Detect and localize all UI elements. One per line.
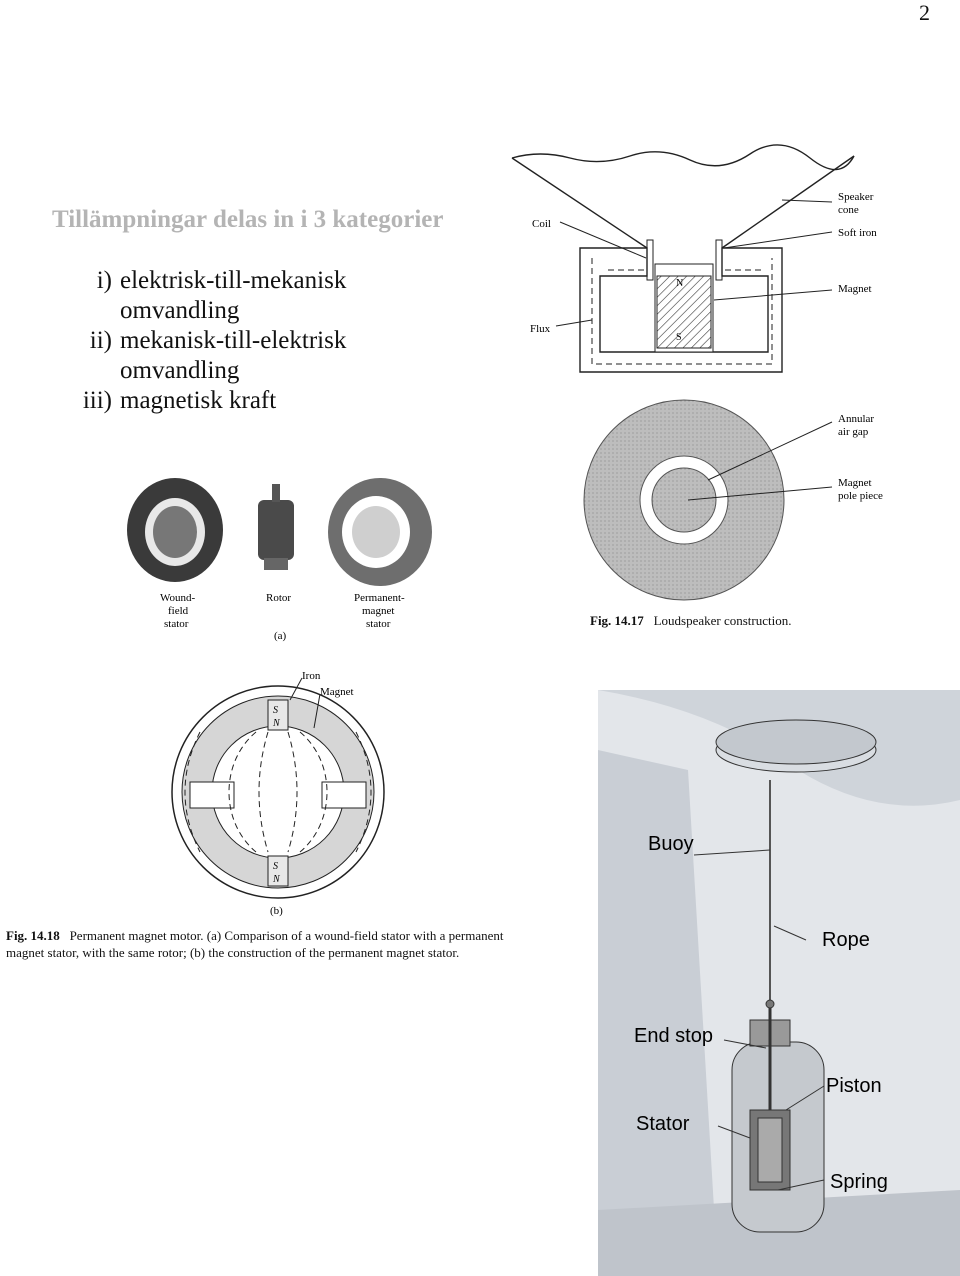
- motor-caption: Fig. 14.18 Permanent magnet motor. (a) C…: [6, 927, 504, 961]
- rotor-photo: [258, 484, 294, 570]
- label-magnet-b: Magnet: [320, 686, 354, 698]
- wound-field-stator-photo: [127, 478, 223, 582]
- label-pm-2: magnet: [362, 605, 394, 617]
- category-line: omvandling: [120, 297, 240, 324]
- loudspeaker-figure: Speaker cone Soft iron Coil Magnet Flux …: [511, 144, 883, 601]
- caption-line-1: Permanent magnet motor. (a) Comparison o…: [69, 928, 504, 943]
- page-heading: Tillämpningar delas in i 3 kategorier: [52, 206, 444, 233]
- loudspeaker-caption: Fig. 14.17 Loudspeaker construction.: [590, 612, 791, 629]
- category-text: elektrisk-till-mekanisk omvandling: [120, 266, 346, 326]
- category-number: i): [96, 267, 112, 294]
- label-pm-3: stator: [366, 618, 391, 630]
- label-part-b: (b): [270, 905, 283, 917]
- label-s-top: S: [273, 705, 278, 716]
- category-text: mekanisk-till-elektrisk omvandling: [120, 326, 346, 386]
- pm-stator-photo: [328, 478, 432, 586]
- category-item-1: i) elektrisk-till-mekanisk omvandling: [52, 266, 347, 326]
- pm-stator-diagram: Iron Magnet S N S N (b): [171, 670, 385, 917]
- soft-iron-body: [579, 247, 783, 373]
- label-spring: Spring: [830, 1171, 888, 1193]
- coil-former-left: [646, 239, 654, 281]
- cone-edge: [511, 144, 855, 171]
- label-pole-piece-1: Magnet: [838, 477, 872, 489]
- label-buoy: Buoy: [648, 833, 694, 855]
- label-speaker-cone-2: cone: [838, 204, 859, 216]
- category-line: elektrisk-till-mekanisk: [120, 267, 347, 294]
- label-wound-1: Wound-: [160, 592, 196, 604]
- label-speaker-cone-1: Speaker: [838, 191, 874, 203]
- label-n-top: N: [272, 718, 281, 729]
- cone-right: [721, 155, 855, 249]
- label-wound-2: field: [168, 605, 189, 617]
- category-line: mekanisk-till-elektrisk: [120, 327, 347, 354]
- cone-left: [511, 157, 648, 249]
- label-soft-iron: Soft iron: [838, 227, 877, 239]
- category-line: magnetisk kraft: [120, 387, 277, 414]
- label-annular-2: air gap: [838, 426, 869, 438]
- magnet-pole-piece: [651, 467, 717, 533]
- caption-text: Loudspeaker construction.: [653, 613, 792, 628]
- caption-fig-number: Fig. 14.18: [6, 928, 60, 943]
- category-number: ii): [89, 327, 112, 354]
- label-rope: Rope: [822, 929, 870, 951]
- label-rotor: Rotor: [266, 592, 291, 604]
- motor-photos: Wound- field stator Rotor Permanent- mag…: [127, 478, 432, 642]
- page-number: 2: [919, 0, 930, 25]
- label-coil: Coil: [532, 218, 551, 230]
- coil-former-right: [715, 239, 723, 281]
- category-item-2: ii) mekanisk-till-elektrisk omvandling: [52, 326, 347, 386]
- caption-fig-number: Fig. 14.17: [590, 613, 644, 628]
- wave-energy-illustration: Buoy Rope End stop Piston Stator Spring: [598, 690, 960, 1276]
- label-flux: Flux: [530, 323, 551, 335]
- label-pm-1: Permanent-: [354, 592, 405, 604]
- category-list: i) elektrisk-till-mekanisk omvandling ii…: [52, 266, 347, 416]
- label-end-stop: End stop: [634, 1025, 713, 1047]
- category-item-3: iii) magnetisk kraft: [52, 386, 346, 416]
- magnet-block: [656, 275, 712, 349]
- label-stator: Stator: [636, 1113, 690, 1135]
- category-number: iii): [82, 387, 112, 414]
- label-s-bottom: S: [273, 861, 278, 872]
- label-south: S: [676, 332, 682, 343]
- flux-path: [591, 258, 773, 365]
- label-pole-piece-2: pole piece: [838, 490, 883, 502]
- caption-line-2: magnet stator, with the same rotor; (b) …: [6, 945, 460, 960]
- label-piston: Piston: [826, 1075, 882, 1097]
- label-part-a: (a): [274, 630, 287, 642]
- label-annular-1: Annular: [838, 413, 874, 425]
- label-wound-3: stator: [164, 618, 189, 630]
- category-text: magnetisk kraft: [120, 386, 276, 416]
- label-north: N: [676, 278, 683, 289]
- label-magnet: Magnet: [838, 283, 872, 295]
- label-iron: Iron: [302, 670, 321, 682]
- label-n-bottom: N: [272, 874, 281, 885]
- category-line: omvandling: [120, 357, 240, 384]
